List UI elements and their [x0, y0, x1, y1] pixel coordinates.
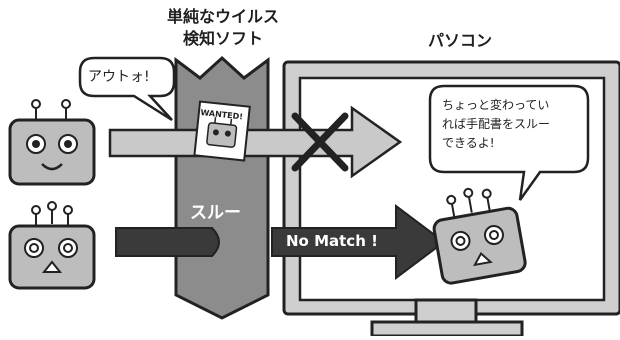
top-bubble-text: アウトォ!	[88, 69, 150, 85]
bottom-arrow	[115, 204, 446, 280]
robot-bottom	[8, 201, 96, 290]
right-bubble-line1: ちょっと変わってい	[442, 98, 550, 112]
scanner-title-line2: 検知ソフト	[182, 29, 263, 48]
top-arrow	[108, 105, 403, 179]
right-bubble-line3: できるよ!	[442, 136, 495, 150]
speech-bubble-top	[78, 56, 176, 122]
pass-label: スルー	[190, 203, 241, 223]
speech-bubble-right	[428, 84, 590, 201]
robot-top	[8, 99, 96, 186]
right-bubble-line2: れば手配書をスルー	[442, 117, 551, 131]
wanted-poster	[193, 100, 251, 162]
scanner-title: 単純なウイルス 検知ソフト	[150, 6, 296, 50]
robot-in-pc	[432, 187, 527, 285]
scanner-title-line1: 単純なウイルス	[166, 7, 279, 26]
right-bubble-text: ちょっと変わってい れば手配書をスルー できるよ!	[442, 96, 582, 153]
pc-title: パソコン	[427, 31, 492, 50]
scanner-shield	[174, 55, 270, 320]
no-match-label: No Match !	[286, 232, 378, 250]
cross-mark	[291, 112, 349, 172]
